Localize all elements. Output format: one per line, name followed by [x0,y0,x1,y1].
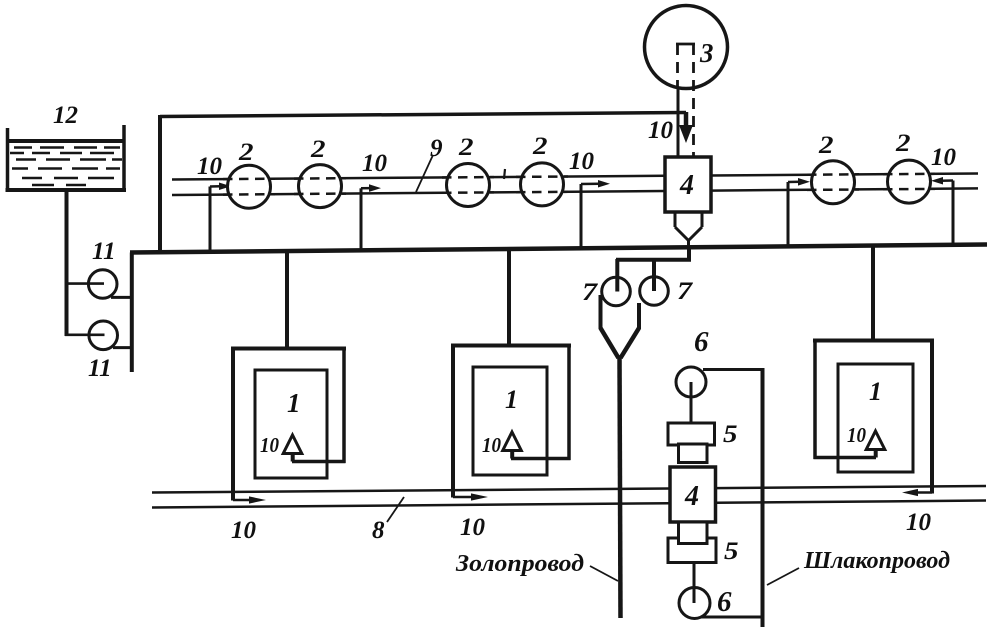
svg-text:6: 6 [717,586,732,618]
svg-text:10: 10 [906,509,932,536]
svg-text:10: 10 [362,150,388,177]
svg-text:12: 12 [53,102,78,129]
svg-text:10: 10 [931,144,957,171]
svg-text:7: 7 [582,279,599,306]
svg-text:5: 5 [723,421,738,448]
svg-text:2: 2 [532,133,548,160]
svg-text:11: 11 [92,238,116,265]
svg-text:4: 4 [684,481,699,512]
svg-text:3: 3 [699,38,714,68]
svg-text:10: 10 [260,433,279,457]
svg-text:10: 10 [460,514,486,541]
svg-text:2: 2 [458,134,474,161]
svg-text:6: 6 [694,326,709,358]
svg-text:11: 11 [88,355,112,382]
svg-text:10: 10 [482,433,501,457]
svg-text:2: 2 [895,130,911,157]
svg-text:2: 2 [818,132,834,159]
svg-text:7: 7 [677,278,694,305]
svg-text:1: 1 [869,377,882,406]
svg-text:2: 2 [310,136,326,163]
svg-text:1: 1 [505,385,518,414]
svg-text:Золопровод: Золопровод [455,551,584,577]
svg-text:10: 10 [648,117,674,144]
svg-text:5: 5 [724,538,739,565]
svg-text:8: 8 [372,517,385,544]
svg-text:10: 10 [231,517,257,544]
svg-text:2: 2 [238,139,254,166]
svg-text:4: 4 [679,170,694,201]
svg-text:10: 10 [569,148,595,175]
svg-text:1: 1 [287,388,301,418]
svg-text:Шлакопровод: Шлакопровод [803,548,950,574]
svg-text:10: 10 [847,423,866,447]
svg-text:9: 9 [430,135,443,162]
svg-text:10: 10 [197,153,223,180]
